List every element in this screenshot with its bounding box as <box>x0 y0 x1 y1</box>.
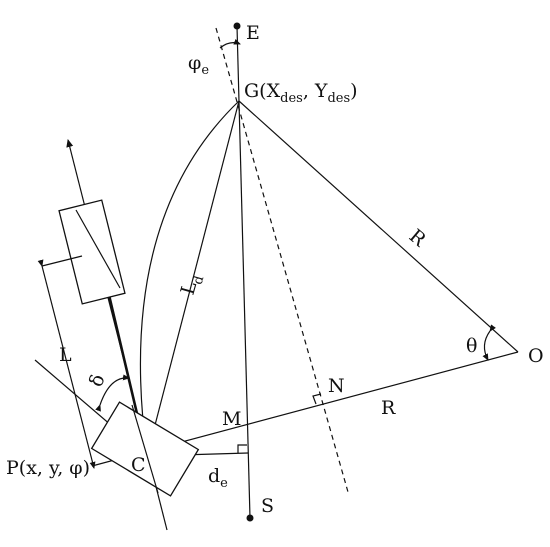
label-wheelbase: L <box>59 344 72 366</box>
front-wheel <box>58 199 126 305</box>
label-o: O <box>528 345 544 367</box>
label-lookahead-distance: Ld <box>177 271 208 298</box>
wheelbase-dimension <box>37 259 96 469</box>
label-e: E <box>246 22 260 44</box>
lookahead-line-ld <box>146 100 240 457</box>
heading-error-arc <box>219 38 241 49</box>
label-goal-point: G(Xdes, Ydes) <box>244 80 358 106</box>
label-vehicle-pose: P(x, y, φ) <box>6 457 90 479</box>
radius-line-go <box>238 100 519 353</box>
label-lateral-offset: de <box>208 465 228 491</box>
front-wheel-centerline <box>75 209 121 289</box>
label-theta: θ <box>466 335 477 357</box>
theta-angle-arc <box>482 324 496 361</box>
rear-heading-through-wheel <box>131 404 159 494</box>
steering-angle-arc <box>95 374 130 412</box>
label-c: C <box>131 454 146 476</box>
label-delta: δ <box>85 371 110 389</box>
wheelbase-tick-top <box>41 255 83 267</box>
right-angle-marker-de <box>237 444 247 453</box>
label-heading-error: φe <box>188 52 209 78</box>
label-m: M <box>222 408 241 430</box>
label-s: S <box>261 495 274 517</box>
right-angle-marker-n <box>312 393 322 405</box>
label-radius-lower: R <box>381 397 396 419</box>
point-s-dot <box>246 514 254 522</box>
point-e-dot <box>233 22 241 30</box>
label-n: N <box>328 375 345 397</box>
turning-arc <box>139 100 240 457</box>
label-radius-upper: R <box>405 225 431 251</box>
